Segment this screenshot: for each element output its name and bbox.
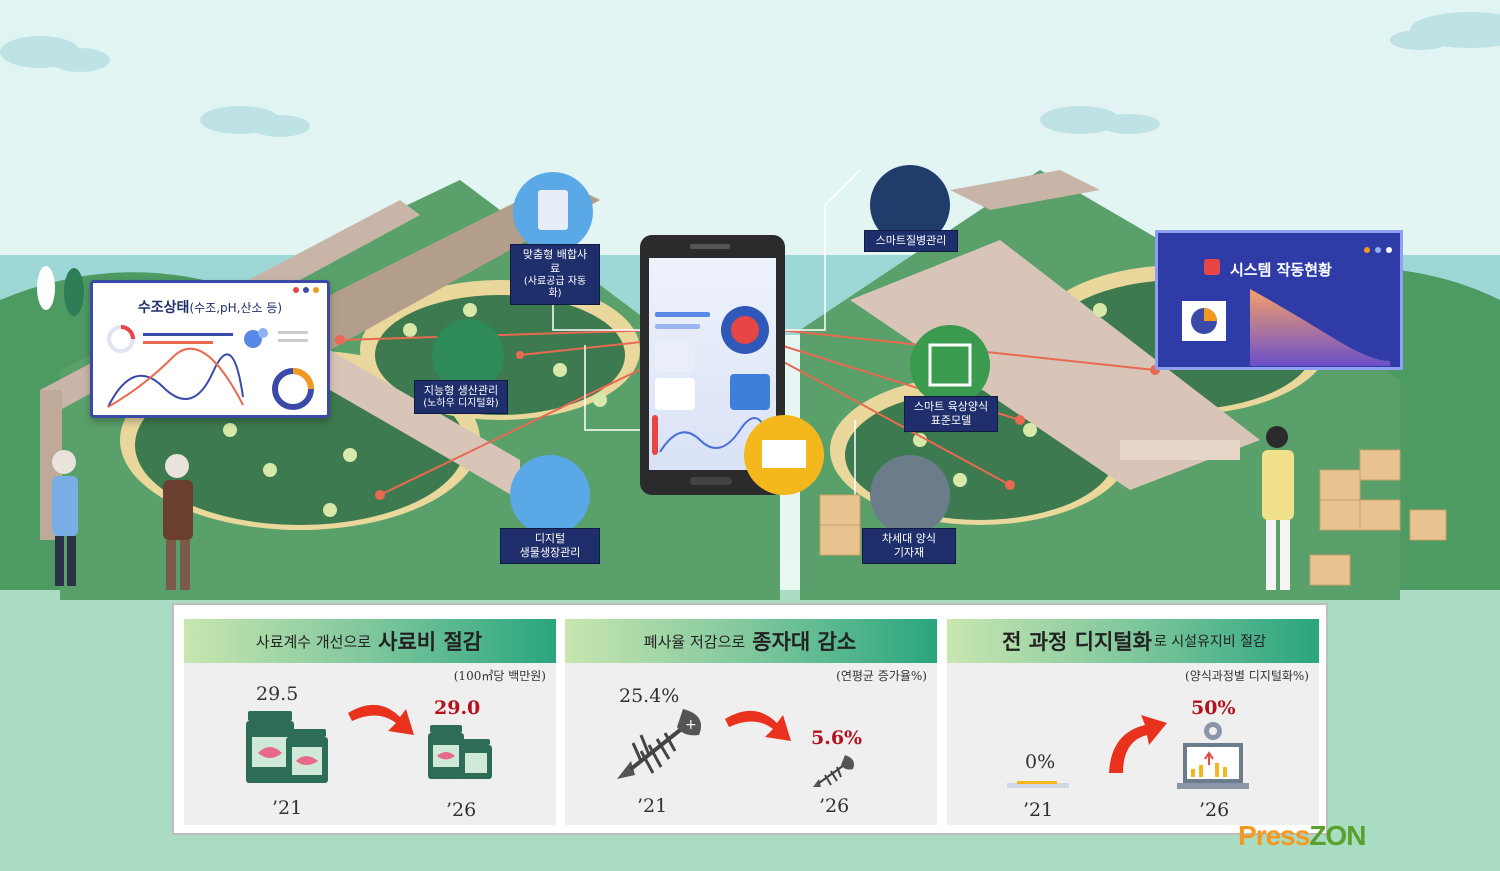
label-disease-text: 스마트질병관리: [875, 234, 947, 247]
water-status-title-sub: (수조,pH,산소 등): [189, 301, 283, 315]
label-feed-line2: (사료공급 자동화): [523, 275, 587, 300]
stat-card-seed-cost: 폐사율 저감으로 종자대 감소 (연평균 증가율%) 25.4% + ’21 5…: [565, 619, 937, 825]
logo-ress: ress: [1255, 820, 1311, 851]
header-big-text: 종자대 감소: [752, 629, 857, 654]
year-2021: ’21: [1023, 799, 1054, 821]
header-big-text: 사료비 절감: [378, 629, 483, 654]
unit-label: (양식과정별 디지털화%): [1185, 669, 1309, 683]
value-2021: 0%: [1025, 751, 1056, 773]
water-status-graphics: [107, 325, 314, 410]
label-production-line2: (노하우 디지털화): [423, 397, 499, 409]
header-small-text: 폐사율 저감으로: [643, 632, 746, 651]
alarm-icon: [1204, 259, 1220, 275]
label-standard-line2: 표준모델: [930, 413, 972, 427]
clouds: [0, 12, 1500, 137]
header-small-text: 로 시설유지비 절감: [1153, 634, 1266, 650]
logo-zon: ZON: [1309, 820, 1366, 851]
stat-card-header: 사료계수 개선으로 사료비 절감: [184, 619, 556, 663]
feed-jar-icon: [246, 711, 328, 783]
label-growth-line2: 생물생장관리: [519, 545, 581, 559]
stat-card-feed-cost: 사료계수 개선으로 사료비 절감 (100㎥당 백만원) 29.5 ’21 29…: [184, 619, 556, 825]
stats-panel: 사료계수 개선으로 사료비 절감 (100㎥당 백만원) 29.5 ’21 29…: [172, 603, 1328, 835]
flat-laptop-icon: [1007, 781, 1069, 788]
label-standard-line1: 스마트 육상양식: [913, 400, 989, 413]
value-2021: 25.4%: [619, 685, 680, 707]
system-status-chart: [1182, 289, 1390, 366]
label-production: 지능형 생산관리 (노하우 디지털화): [414, 380, 508, 415]
people: [52, 426, 1294, 590]
year-2026: ’26: [819, 795, 850, 817]
value-2026: 5.6%: [811, 727, 863, 749]
water-status-panel: 수조상태(수조,pH,산소 등): [90, 280, 330, 418]
stat-card-header: 폐사율 저감으로 종자대 감소: [565, 619, 937, 663]
year-2021: ’21: [637, 795, 668, 817]
water-status-title-main: 수조상태: [137, 300, 190, 316]
value-2026: 29.0: [434, 697, 481, 719]
stat-card-header: 전 과정 디지털화 로 시설유지비 절감: [947, 619, 1319, 663]
fish-bone-icon: +: [617, 709, 701, 779]
unit-label: (100㎥당 백만원): [453, 669, 546, 683]
value-2026: 50%: [1191, 697, 1236, 719]
header-big-text: 전 과정 디지털화: [1002, 629, 1152, 654]
label-feed-line1: 맞춤형 배합사료: [522, 248, 588, 275]
svg-text:+: +: [685, 717, 697, 733]
medical-fish-icon: [870, 165, 950, 245]
label-equipment-line1: 차세대 양식: [881, 532, 937, 545]
dna-icon: [432, 319, 504, 391]
value-2021: 29.5: [256, 683, 299, 705]
system-status-panel: 시스템 작동현황: [1155, 230, 1403, 370]
feed-jar-small-icon: [428, 725, 492, 779]
stat-card-digitalization: 전 과정 디지털화 로 시설유지비 절감 (양식과정별 디지털화%) 0% ’2…: [947, 619, 1319, 825]
label-disease: 스마트질병관리: [864, 230, 958, 252]
increase-arrow-icon: [1109, 715, 1167, 773]
robot-arm-icon: [870, 455, 950, 535]
label-growth: 디지털 생물생장관리: [500, 528, 600, 564]
qr-code-icon: [910, 325, 990, 405]
presszon-logo: PressZON: [1238, 820, 1366, 852]
laptop-chart-icon: [1177, 722, 1249, 789]
system-status-title: 시스템 작동현황: [1230, 261, 1332, 279]
unit-label: (연평균 증가율%): [836, 669, 927, 683]
fish-bone-small-icon: [813, 755, 854, 787]
water-status-title: 수조상태(수조,pH,산소 등): [93, 297, 327, 317]
label-equipment: 차세대 양식 기자재: [862, 528, 956, 564]
logo-p: P: [1238, 820, 1257, 851]
label-production-line1: 지능형 생산관리: [423, 384, 499, 397]
label-standard: 스마트 육상양식 표준모델: [904, 396, 998, 432]
year-2021: ’21: [272, 797, 303, 819]
decrease-arrow-icon: [348, 704, 414, 735]
label-equipment-line2: 기자재: [893, 545, 925, 559]
growth-fish-icon: [510, 455, 590, 535]
year-2026: ’26: [1199, 799, 1230, 821]
year-2026: ’26: [446, 799, 477, 821]
label-feed: 맞춤형 배합사료 (사료공급 자동화): [510, 244, 600, 305]
header-small-text: 사료계수 개선으로: [255, 632, 372, 651]
decrease-arrow-icon: [725, 710, 791, 741]
label-growth-line1: 디지털: [534, 532, 566, 545]
